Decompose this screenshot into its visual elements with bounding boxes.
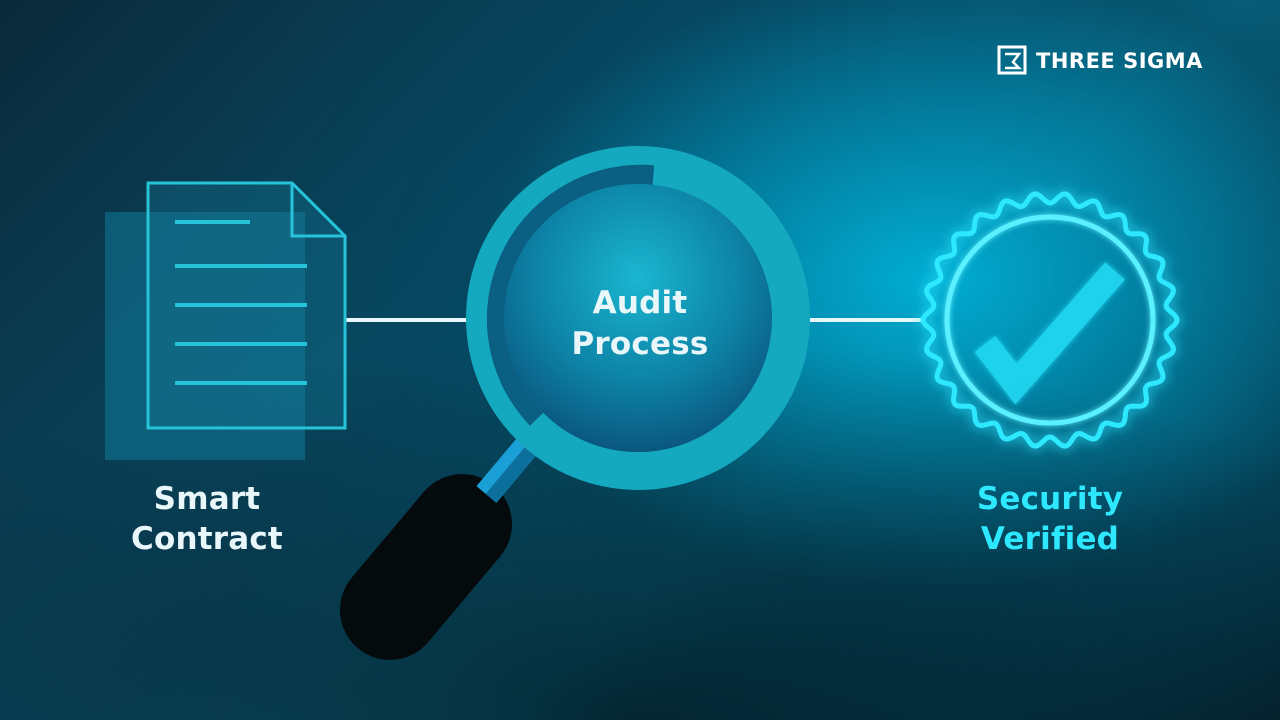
badge-inner-ring [944,214,1156,426]
smart-contract-label-line2: Contract [131,521,283,557]
document-folded-corner [290,183,345,238]
document-back-sheet [105,212,305,460]
audit-label-line2: Process [571,326,708,362]
smart-contract-label-line1: Smart [154,481,261,517]
magnifier-neck [476,435,539,503]
brand-name: THREE SIGMA [1036,49,1203,73]
badge-checkmark [974,262,1125,405]
magnifier-handle [340,474,512,660]
audit-label-line1: Audit [593,285,688,321]
magnifier-lens [504,184,772,452]
document-icon [105,181,347,460]
security-verified-label-line2: Verified [981,521,1119,557]
brand-logo: THREE SIGMA [997,45,1203,75]
magnifying-glass-icon: Audit Process [340,146,810,660]
three-sigma-logo-icon [997,45,1027,75]
badge-scalloped-edge [920,191,1180,449]
verified-badge-check-icon [920,191,1180,449]
security-verified-label-line1: Security [977,481,1123,517]
